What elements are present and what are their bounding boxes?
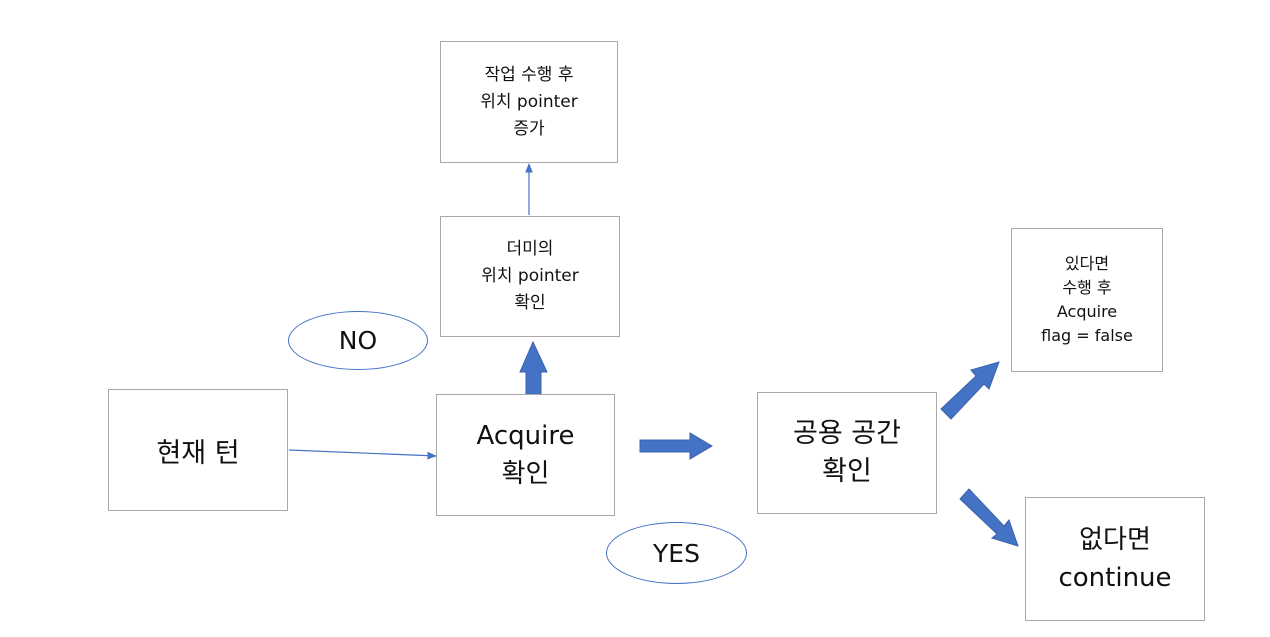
label-no-ellipse: NO bbox=[288, 311, 428, 370]
block-arrow-diagonal-down bbox=[959, 488, 1019, 547]
node-line: 위치 pointer bbox=[480, 91, 578, 112]
node-line: 작업 수행 후 bbox=[484, 64, 574, 85]
node-current-turn: 현재 턴 bbox=[108, 389, 288, 511]
node-line: Acquire bbox=[476, 421, 575, 451]
node-line: 확인 bbox=[501, 459, 550, 489]
block-arrow-up-no bbox=[519, 340, 548, 400]
node-acquire-check-text: Acquire 확인 bbox=[477, 417, 575, 493]
node-shared-space: 공용 공간 확인 bbox=[757, 392, 937, 514]
node-line: 수행 후 bbox=[1062, 278, 1112, 297]
block-arrow-right-yes bbox=[639, 432, 713, 460]
node-line: 없다면 bbox=[1079, 525, 1151, 555]
node-acquire-check: Acquire 확인 bbox=[436, 394, 615, 516]
node-line: 있다면 bbox=[1064, 254, 1110, 273]
node-line: 확인 bbox=[822, 456, 872, 487]
node-line: continue bbox=[1058, 563, 1172, 593]
node-line: 위치 pointer bbox=[481, 266, 579, 286]
node-work-increment: 작업 수행 후 위치 pointer 증가 bbox=[440, 41, 618, 163]
node-if-none: 없다면 continue bbox=[1025, 497, 1205, 621]
node-line: 확인 bbox=[514, 293, 546, 313]
node-dummy-pointer-text: 더미의 위치 pointer 확인 bbox=[481, 236, 579, 317]
node-line: flag = false bbox=[1041, 326, 1133, 345]
node-work-increment-text: 작업 수행 후 위치 pointer 증가 bbox=[480, 62, 578, 143]
node-current-turn-text: 현재 턴 bbox=[156, 431, 239, 470]
node-line: 현재 턴 bbox=[156, 437, 240, 469]
node-if-exists: 있다면 수행 후 Acquire flag = false bbox=[1011, 228, 1163, 372]
node-dummy-pointer: 더미의 위치 pointer 확인 bbox=[440, 216, 620, 337]
label-no-text: NO bbox=[338, 326, 378, 355]
node-shared-space-text: 공용 공간 확인 bbox=[793, 415, 901, 491]
block-arrow-diagonal-up bbox=[940, 361, 1000, 420]
label-yes-ellipse: YES bbox=[606, 522, 747, 584]
node-line: 공용 공간 bbox=[793, 418, 901, 449]
node-line: 더미의 bbox=[506, 239, 554, 259]
label-yes-text: YES bbox=[653, 538, 700, 568]
node-line: 증가 bbox=[513, 118, 545, 139]
node-if-exists-text: 있다면 수행 후 Acquire flag = false bbox=[1041, 252, 1133, 348]
node-line: Acquire bbox=[1056, 302, 1118, 321]
node-if-none-text: 없다면 continue bbox=[1058, 521, 1171, 597]
thin-arrow-current-to-acquire bbox=[288, 449, 437, 460]
